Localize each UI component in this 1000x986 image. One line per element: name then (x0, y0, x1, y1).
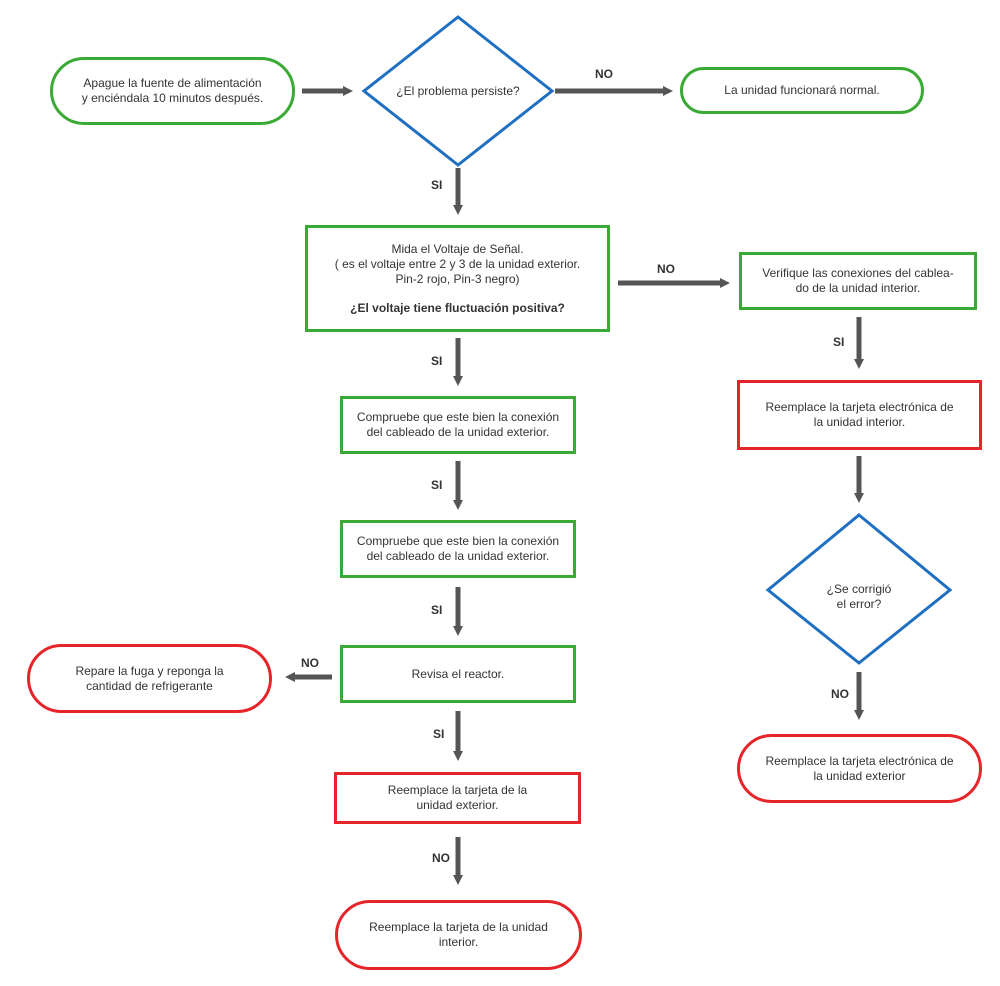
unit-normal-node: La unidad funcionará normal. (680, 67, 924, 114)
replace-outdoor-board-electronic-node: Reemplace la tarjeta electrónica de la u… (737, 734, 982, 803)
measure-voltage-line-2: ( es el voltaje entre 2 y 3 de la unidad… (334, 256, 581, 271)
edge-label-si: SI (431, 178, 443, 192)
replace-indoor-board-node: Reemplace la tarjeta electrónica de la u… (737, 380, 982, 450)
edge-label-no: NO (301, 656, 319, 670)
edge-label-si: SI (833, 335, 845, 349)
edge-label-no: NO (432, 851, 450, 865)
replace-indoor-board-final-node: Reemplace la tarjeta de la unidad interi… (335, 900, 582, 970)
start-node: Apague la fuente de alimentación y encié… (50, 57, 295, 125)
edge-label-si: SI (431, 354, 443, 368)
measure-voltage-line-3: Pin-2 rojo, Pin-3 negro) (395, 271, 520, 286)
edge-label-si: SI (433, 727, 445, 741)
verify-indoor-wiring-node: Verifique las conexiones del cablea- do … (739, 252, 977, 310)
check-outdoor-wiring-node-1: Compruebe que este bien la conexión del … (340, 396, 576, 454)
decision-corrigio-text: ¿Se corrigió el error? (826, 582, 892, 611)
edge-label-si: SI (431, 478, 443, 492)
repair-leak-node: Repare la fuga y reponga la cantidad de … (27, 644, 272, 713)
check-reactor-node: Revisa el reactor. (340, 645, 576, 703)
measure-voltage-question: ¿El voltaje tiene fluctuación positiva? (350, 300, 565, 315)
edge-label-si: SI (431, 603, 443, 617)
edge-label-no: NO (657, 262, 675, 276)
edge-label-no: NO (595, 67, 613, 81)
decision-diamond-corrigio (765, 513, 953, 665)
decision-diamond-persiste (361, 15, 555, 167)
edge-label-no: NO (831, 687, 849, 701)
replace-outdoor-board-node: Reemplace la tarjeta de la unidad exteri… (334, 772, 581, 824)
check-outdoor-wiring-node-2: Compruebe que este bien la conexión del … (340, 520, 576, 578)
measure-voltage-node: Mida el Voltaje de Señal. ( es el voltaj… (305, 225, 610, 332)
measure-voltage-line-1: Mida el Voltaje de Señal. (391, 241, 524, 256)
decision-persiste-text: ¿El problema persiste? (396, 84, 520, 98)
